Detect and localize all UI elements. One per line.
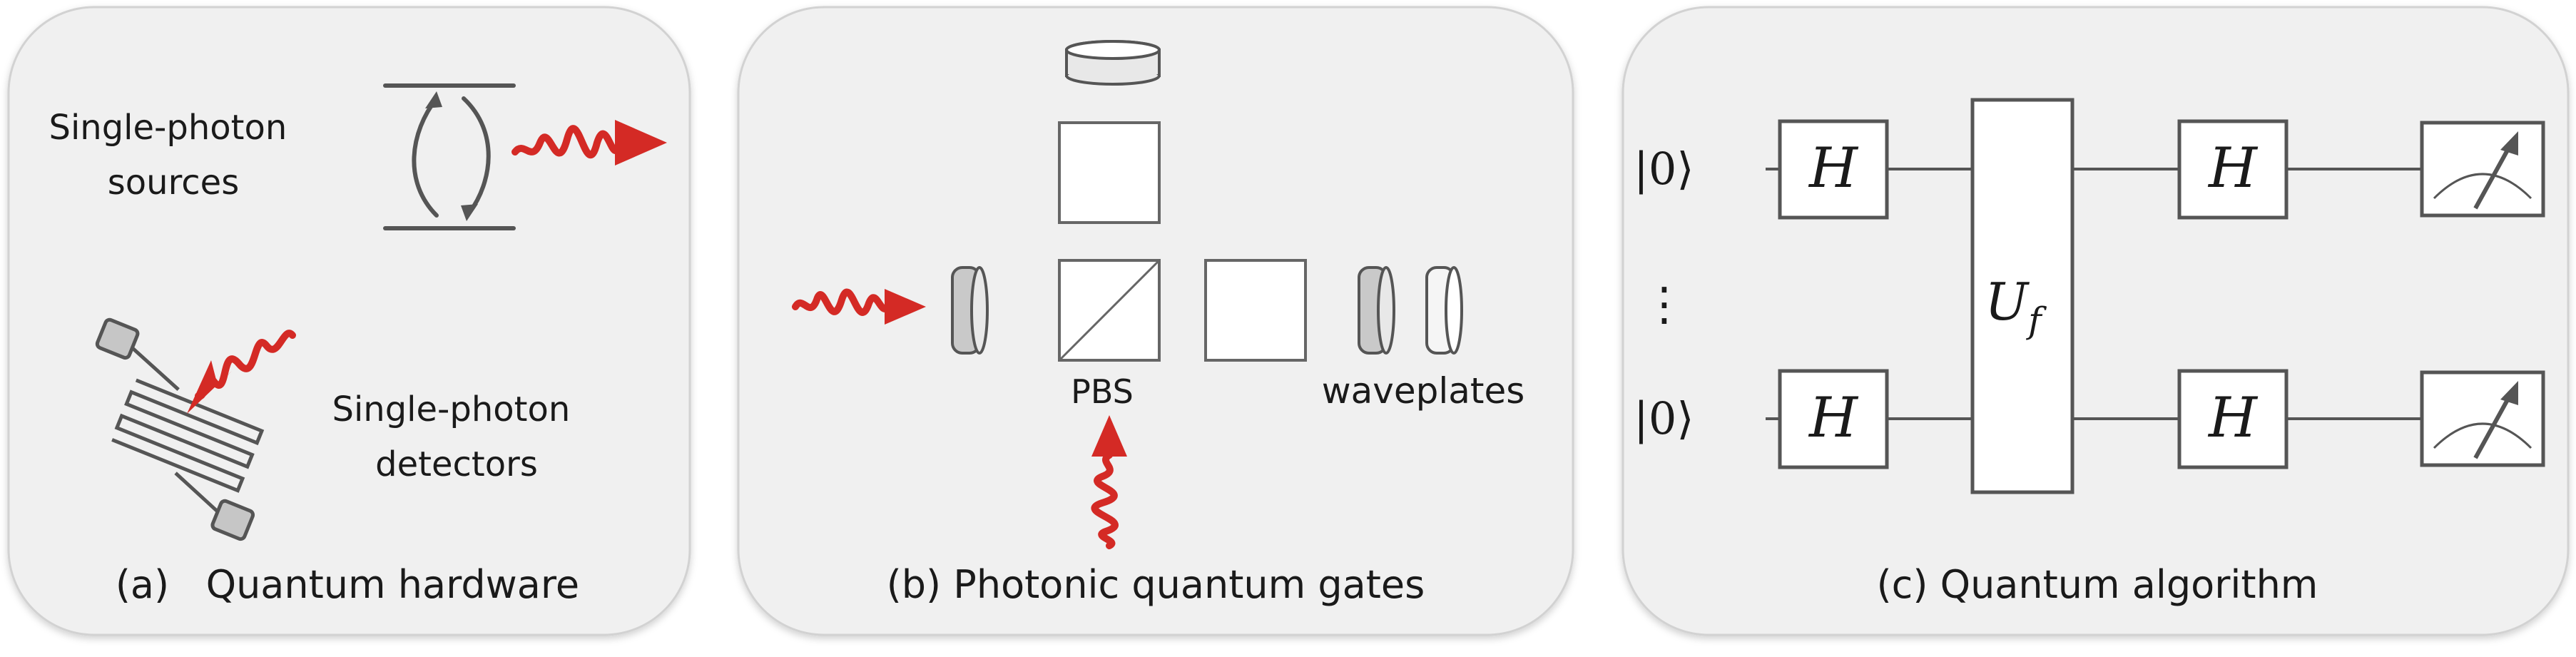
- hadamard-gate-top-left: H: [1778, 119, 1889, 220]
- pbs-label: PBS: [1071, 372, 1134, 411]
- qubit-dots: ⋮: [1641, 278, 1687, 331]
- measurement-meter-bottom: [2420, 370, 2545, 467]
- emitted-photon-icon: [511, 120, 667, 165]
- sources-label-line2: sources: [108, 163, 239, 203]
- waveplate-gray: [1358, 266, 1395, 355]
- oracle-symbol: U: [1985, 272, 2030, 332]
- hadamard-gate-top-right: H: [2177, 119, 2289, 220]
- panel-a-caption: (a) Quantum hardware: [116, 562, 579, 607]
- ket-bottom: |0⟩: [1634, 392, 1694, 444]
- top-cube: [1058, 121, 1161, 224]
- detector-lead-top: [131, 346, 180, 392]
- input-photon-icon: [792, 288, 926, 325]
- hadamard-label: H: [1808, 136, 1859, 200]
- waveplates-label: waveplates: [1322, 370, 1525, 412]
- detector-icon: [95, 317, 296, 541]
- panel-quantum-hardware: Single-photon sources: [7, 6, 691, 636]
- panel-photonic-gates: PBS waveplates (b) Photonic quantum gate…: [737, 6, 1574, 636]
- waveplate-white: [1425, 266, 1463, 355]
- oracle-gate: Uf: [1970, 98, 2074, 494]
- detectors-label-line2: detectors: [375, 444, 538, 484]
- sources-label-line1: Single-photon: [49, 108, 287, 148]
- excitation-arrowhead: [425, 91, 442, 108]
- panel-quantum-algorithm: |0⟩ |0⟩ ⋮ H H H H Uf: [1622, 6, 2570, 636]
- emission-arrowhead: [461, 204, 478, 221]
- detectors-label: Single-photon detectors: [332, 389, 581, 484]
- hadamard-gate-bottom-left: H: [1778, 369, 1889, 469]
- detector-meander: [111, 378, 265, 493]
- panel-c-caption: (c) Quantum algorithm: [1877, 562, 2318, 607]
- input-waveplate: [951, 266, 989, 355]
- emission-arrow: [462, 96, 491, 215]
- panel-c-background: [1622, 6, 2570, 636]
- hadamard-label: H: [2207, 386, 2259, 450]
- emitted-photon-arrowhead: [615, 120, 667, 165]
- top-optic-disc: [1065, 40, 1161, 86]
- pbs-cube: [1058, 259, 1161, 362]
- hadamard-label: H: [2207, 136, 2259, 200]
- detector-pad-bottom: [210, 499, 255, 541]
- hadamard-gate-bottom-right: H: [2177, 369, 2289, 469]
- incoming-photon-arrowhead: [187, 360, 232, 414]
- emitted-photon-wave: [511, 125, 623, 159]
- sources-label: Single-photon sources: [49, 108, 297, 203]
- excitation-arrow: [412, 96, 439, 218]
- panel-b-caption: (b) Photonic quantum gates: [887, 562, 1425, 607]
- detector-pad-top: [95, 317, 140, 360]
- detector-lead-bottom: [174, 472, 219, 514]
- detectors-label-line1: Single-photon: [332, 389, 570, 429]
- right-cube: [1204, 259, 1307, 362]
- ket-top: |0⟩: [1634, 143, 1694, 195]
- vertical-photon-icon: [1091, 415, 1127, 549]
- measurement-meter-top: [2420, 121, 2545, 218]
- energy-level-icon: [383, 83, 516, 230]
- hadamard-label: H: [1808, 386, 1859, 450]
